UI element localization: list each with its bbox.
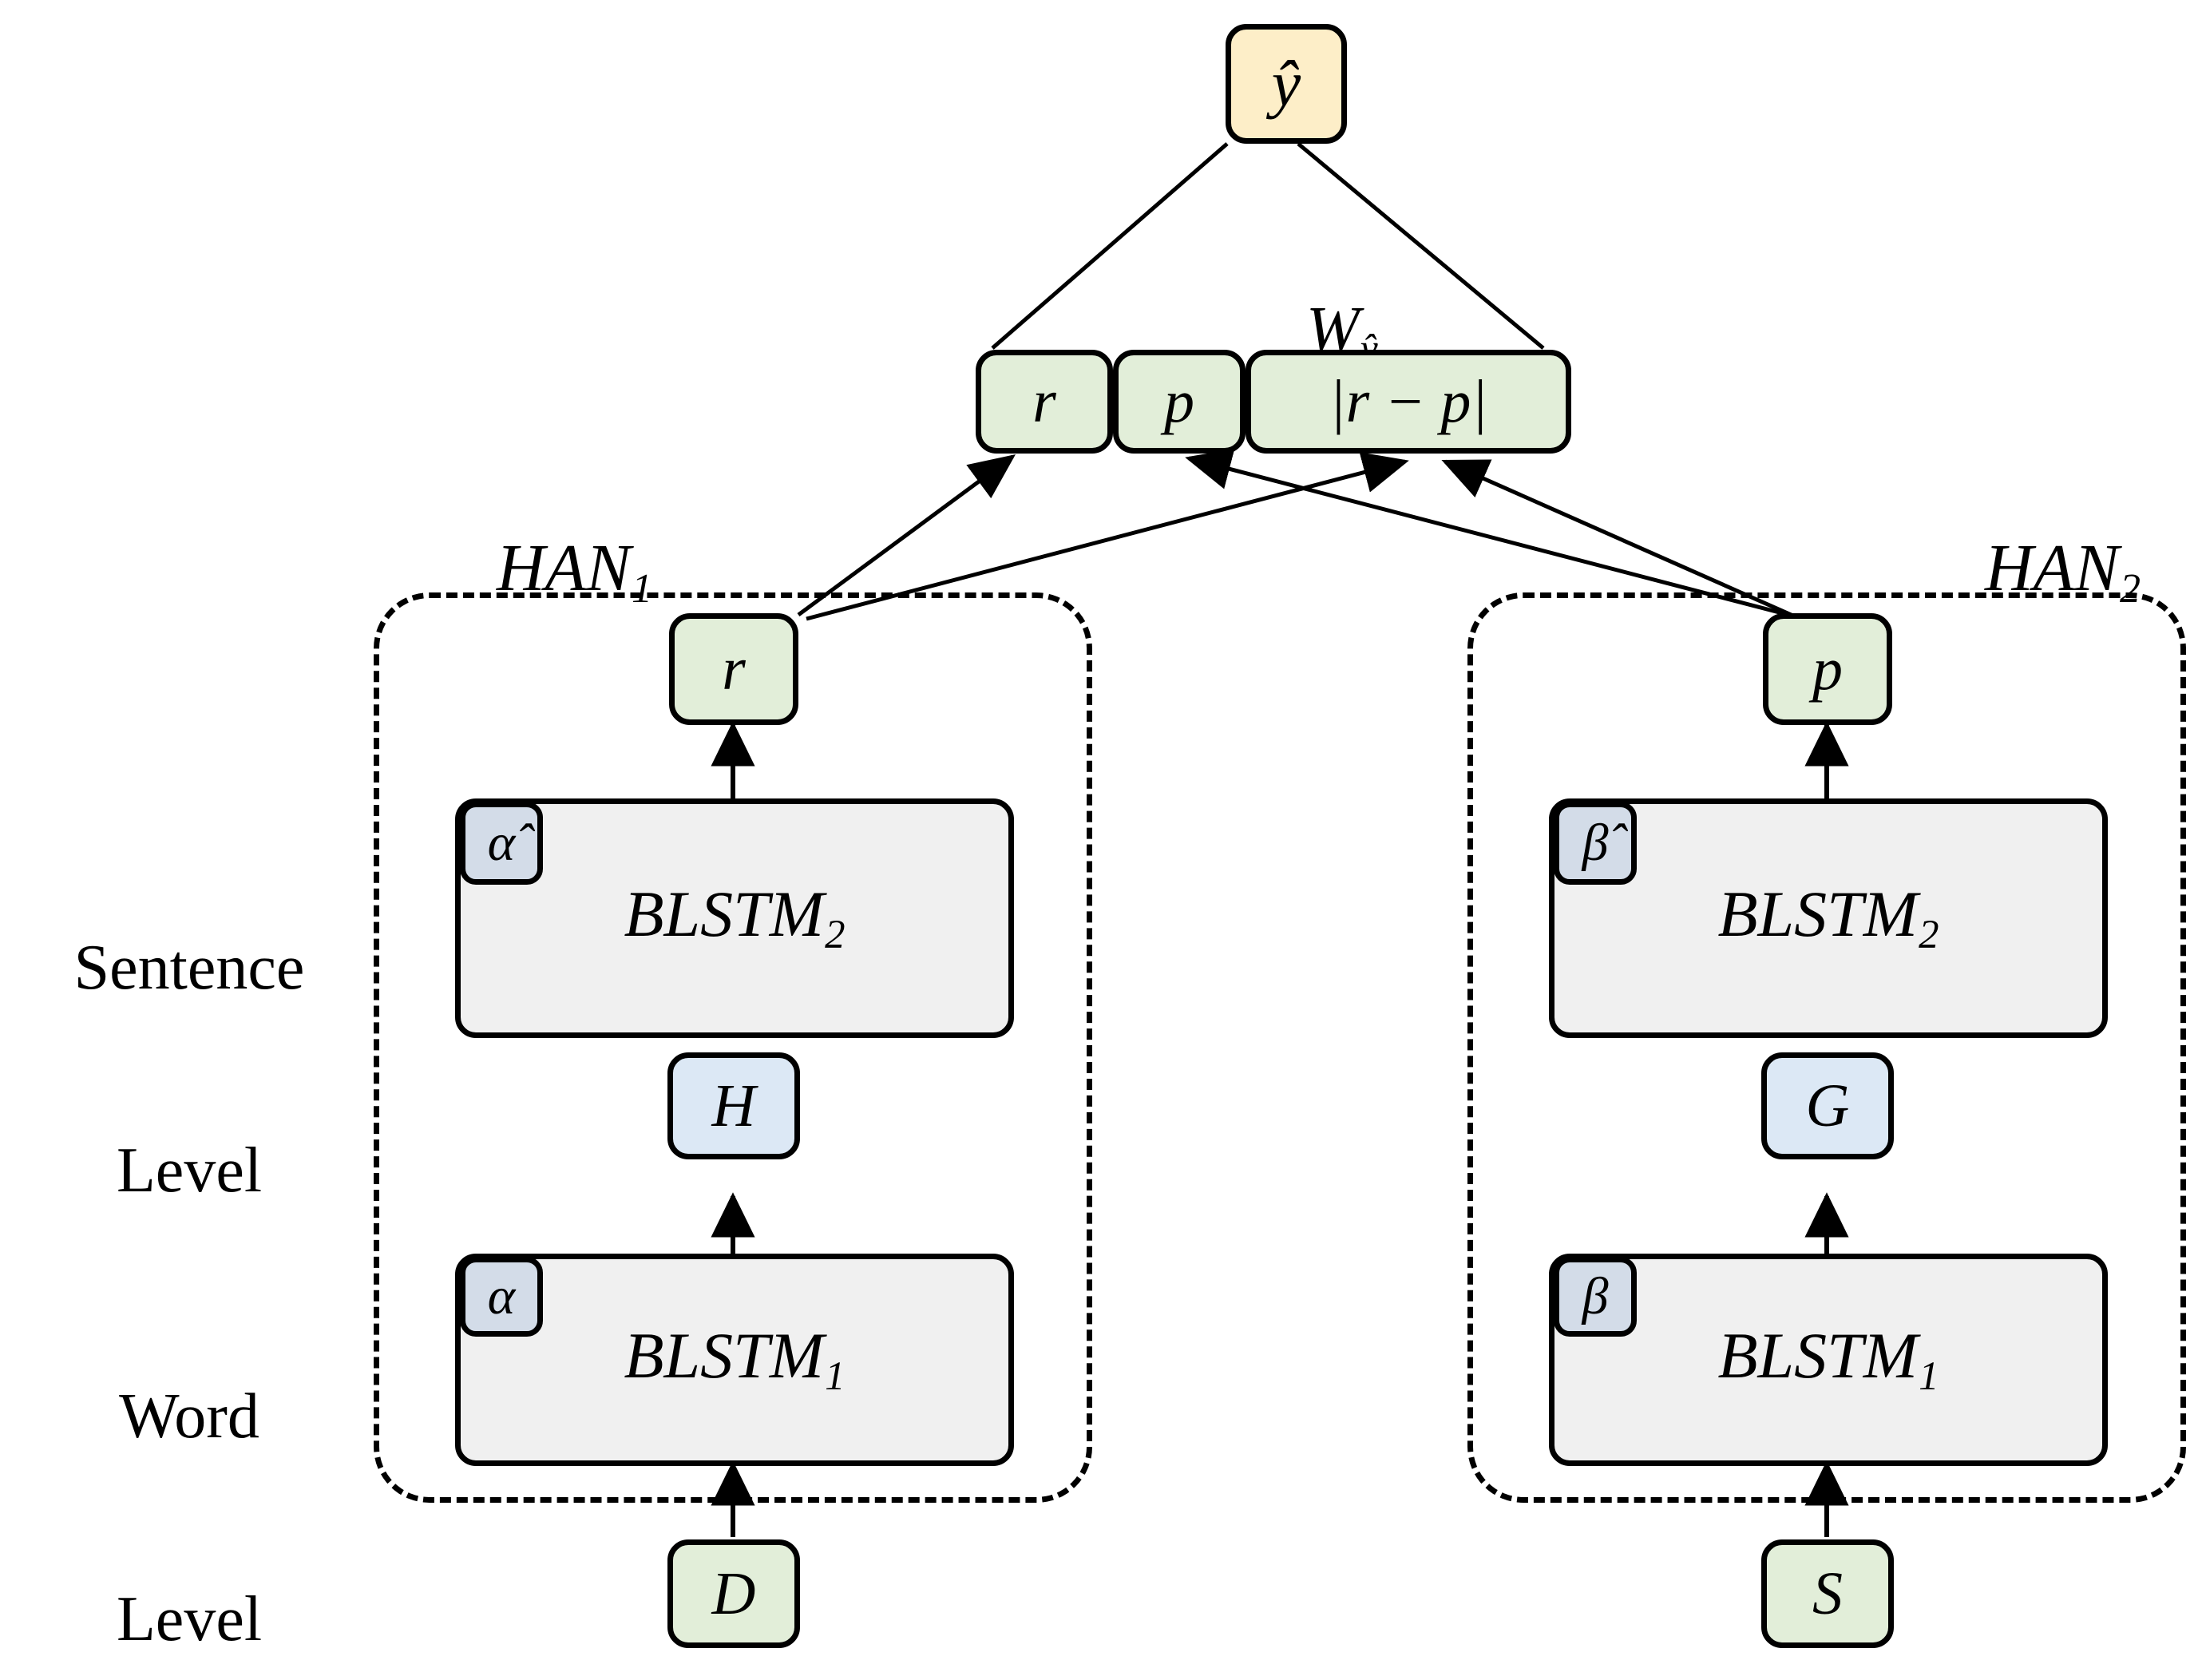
- han2-label-base: HAN: [1985, 531, 2119, 606]
- han2-label-subscript: 2: [2120, 565, 2141, 612]
- han2-word-encoder[interactable]: BLSTM1: [1549, 1254, 2108, 1466]
- han2-intermediate-matrix-label: G: [1805, 1072, 1850, 1139]
- han1-word-attention-tab[interactable]: α: [460, 1257, 543, 1337]
- han1-label-subscript: 1: [632, 565, 653, 612]
- concat-box-r-label: r: [1032, 368, 1056, 435]
- han1-output-vector-label: r: [722, 636, 746, 703]
- concat-box-p[interactable]: p: [1113, 350, 1246, 454]
- han1-sentence-attention-tab[interactable]: α̂: [460, 802, 543, 885]
- sentence-level-label: Sentence Level: [57, 798, 321, 1340]
- output-prediction-node[interactable]: ŷ: [1226, 24, 1347, 144]
- han1-word-attention-label: α: [487, 1267, 516, 1325]
- concat-box-r[interactable]: r: [976, 350, 1113, 454]
- han2-output-vector-label: p: [1812, 636, 1843, 703]
- han1-group-label: HAN1: [430, 462, 652, 682]
- sentence-level-line1: Sentence: [73, 932, 305, 1003]
- han1-output-vector-r[interactable]: r: [669, 613, 798, 725]
- han2-sentence-encoder-base: BLSTM: [1717, 878, 1919, 951]
- han2-intermediate-matrix-G[interactable]: G: [1761, 1052, 1894, 1159]
- han2-sentence-attention-tab[interactable]: β̂: [1554, 802, 1637, 885]
- concat-box-p-label: p: [1164, 368, 1194, 435]
- han1-intermediate-matrix-H[interactable]: H: [667, 1052, 800, 1159]
- concat-box-abs-diff-label: |r − p|: [1329, 368, 1488, 435]
- han1-word-encoder-base: BLSTM: [624, 1319, 825, 1393]
- han1-input-document-D[interactable]: D: [667, 1539, 800, 1648]
- han2-word-attention-label: β: [1582, 1267, 1609, 1325]
- han2-word-encoder-subscript: 1: [1919, 1353, 1939, 1398]
- output-prediction-label: ŷ: [1271, 47, 1301, 120]
- han1-intermediate-matrix-label: H: [711, 1072, 756, 1139]
- han1-word-encoder[interactable]: BLSTM1: [455, 1254, 1014, 1466]
- word-level-line2: Level: [116, 1583, 263, 1654]
- han1-sentence-encoder-base: BLSTM: [624, 878, 825, 951]
- han1-sentence-attention-label: α̂: [487, 814, 516, 872]
- word-level-label: Word Level: [57, 1247, 321, 1680]
- han2-input-sentence-S[interactable]: S: [1761, 1539, 1894, 1648]
- han1-word-encoder-subscript: 1: [825, 1353, 846, 1398]
- han2-input-label: S: [1812, 1560, 1843, 1627]
- han1-input-label: D: [711, 1560, 756, 1627]
- concat-box-abs-diff[interactable]: |r − p|: [1246, 350, 1571, 454]
- word-level-line1: Word: [119, 1381, 259, 1452]
- han2-word-attention-tab[interactable]: β: [1554, 1257, 1637, 1337]
- han1-sentence-encoder-subscript: 2: [825, 911, 846, 957]
- han2-output-vector-p[interactable]: p: [1763, 613, 1892, 725]
- han2-sentence-attention-label: β̂: [1582, 814, 1609, 872]
- han2-sentence-encoder-subscript: 2: [1919, 911, 1939, 957]
- han2-word-encoder-base: BLSTM: [1717, 1319, 1919, 1393]
- han1-label-base: HAN: [497, 531, 631, 606]
- sentence-level-line2: Level: [116, 1135, 263, 1206]
- han2-group-label: HAN2: [1918, 462, 2141, 682]
